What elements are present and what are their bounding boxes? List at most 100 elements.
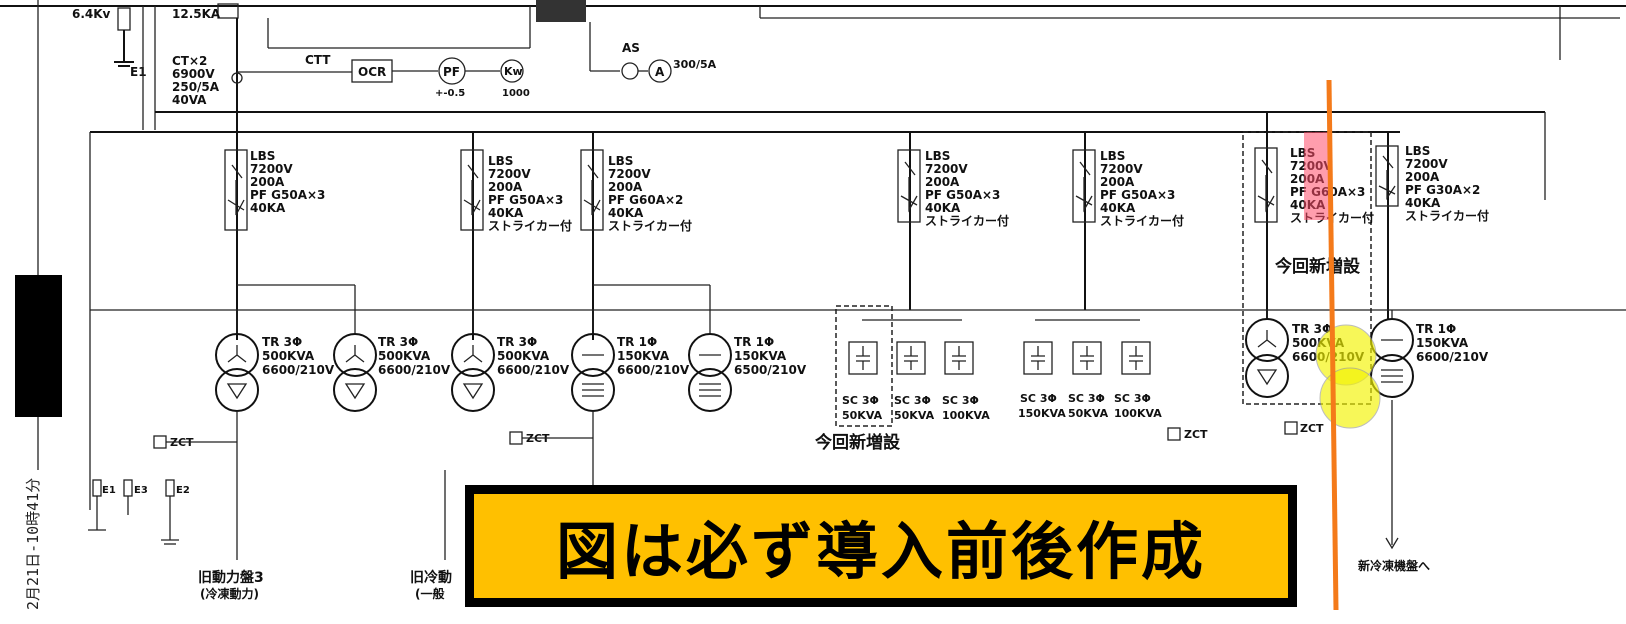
capacitor-6: SC 3Φ 100KVA bbox=[1114, 341, 1162, 420]
svg-text:200A: 200A bbox=[608, 180, 643, 194]
ct-ratio: 250/5A bbox=[172, 80, 220, 94]
svg-text:40KA: 40KA bbox=[488, 206, 524, 220]
svg-text:PF G50A×3: PF G50A×3 bbox=[1100, 188, 1175, 202]
red-highlight bbox=[1304, 132, 1330, 220]
lbs-feeder-7: LBS 7200V 200A PF G30A×2 40KA ストライカー付 bbox=[1375, 132, 1489, 320]
svg-text:150KVA: 150KVA bbox=[617, 349, 670, 363]
svg-text:6600/210V: 6600/210V bbox=[262, 363, 335, 377]
svg-text:SC 3Φ: SC 3Φ bbox=[842, 394, 879, 407]
svg-text:TR 3Φ: TR 3Φ bbox=[1292, 322, 1332, 336]
kw-value: 1000 bbox=[502, 88, 530, 99]
svg-text:6600/210V: 6600/210V bbox=[617, 363, 690, 377]
svg-text:7200V: 7200V bbox=[925, 162, 968, 176]
svg-text:PF G50A×3: PF G50A×3 bbox=[925, 188, 1000, 202]
lbs-feeder-3: LBS 7200V 200A PF G60A×2 40KA ストライカー付 bbox=[580, 132, 692, 340]
svg-text:200A: 200A bbox=[1405, 170, 1440, 184]
ct-symbol bbox=[231, 72, 243, 84]
svg-text:150KVA: 150KVA bbox=[734, 349, 787, 363]
new-install-label-right: 今回新増設 bbox=[1275, 256, 1361, 277]
lbs-feeder-4: LBS 7200V 200A PF G50A×3 40KA ストライカー付 bbox=[897, 132, 1009, 310]
svg-text:LBS: LBS bbox=[250, 149, 275, 163]
svg-text:ストライカー付: ストライカー付 bbox=[1100, 213, 1184, 228]
ammeter bbox=[648, 59, 672, 83]
middle-destination-sublabel: (一般 bbox=[415, 586, 445, 601]
redaction-box bbox=[15, 275, 62, 417]
svg-text:500KVA: 500KVA bbox=[378, 349, 431, 363]
capacitor-1: SC 3Φ 50KVA bbox=[842, 341, 883, 422]
ammeter-ratio: 300/5A bbox=[673, 58, 717, 71]
svg-text:SC 3Φ: SC 3Φ bbox=[942, 394, 979, 407]
svg-text:LBS: LBS bbox=[488, 154, 513, 168]
svg-text:E2: E2 bbox=[176, 485, 190, 496]
svg-text:100KVA: 100KVA bbox=[942, 409, 990, 422]
svg-text:200A: 200A bbox=[925, 175, 960, 189]
svg-text:200A: 200A bbox=[250, 175, 285, 189]
svg-text:50KVA: 50KVA bbox=[894, 409, 935, 422]
middle-destination-label: 旧冷動 bbox=[410, 569, 452, 586]
svg-text:LBS: LBS bbox=[925, 149, 950, 163]
ammeter-label: A bbox=[655, 65, 665, 79]
transformer-5: TR 1Φ 150KVA 6500/210V bbox=[688, 285, 807, 412]
pf-range: +-0.5 bbox=[435, 88, 465, 99]
svg-text:6500/210V: 6500/210V bbox=[734, 363, 807, 377]
svg-text:PF G30A×2: PF G30A×2 bbox=[1405, 183, 1480, 197]
svg-text:SC 3Φ: SC 3Φ bbox=[1114, 392, 1151, 405]
new-install-box-capacitor bbox=[835, 305, 893, 427]
svg-text:ストライカー付: ストライカー付 bbox=[608, 218, 692, 233]
orange-marker-line bbox=[1326, 79, 1339, 611]
svg-text:SC 3Φ: SC 3Φ bbox=[894, 394, 931, 407]
zct-2: ZCT bbox=[509, 431, 593, 445]
svg-text:7200V: 7200V bbox=[608, 167, 651, 181]
timestamp: 2月21日-10時41分 bbox=[24, 477, 42, 610]
new-install-label-capacitor: 今回新増設 bbox=[815, 432, 901, 453]
svg-text:6600/210V: 6600/210V bbox=[378, 363, 451, 377]
svg-text:7200V: 7200V bbox=[1405, 157, 1448, 171]
transformer-7: TR 1Φ 150KVA 6600/210V bbox=[1370, 310, 1489, 398]
svg-text:7200V: 7200V bbox=[250, 162, 293, 176]
meter-block bbox=[536, 0, 586, 22]
svg-text:200A: 200A bbox=[488, 180, 523, 194]
left-destination-sublabel: (冷凍動力) bbox=[200, 586, 259, 601]
zct-1: ZCT bbox=[153, 435, 237, 449]
ct-va: 40VA bbox=[172, 93, 207, 107]
svg-text:150KVA: 150KVA bbox=[1018, 407, 1066, 420]
svg-text:E1: E1 bbox=[102, 485, 116, 496]
zct-3: ZCT bbox=[1167, 427, 1208, 441]
yellow-highlight-lower bbox=[1319, 367, 1381, 429]
transformer-2: TR 3Φ 500KVA 6600/210V bbox=[333, 285, 451, 412]
ocr-label: OCR bbox=[358, 65, 386, 79]
incoming-voltage-label: 6.4Kv bbox=[72, 7, 111, 21]
capacitor-2: SC 3Φ 50KVA bbox=[894, 341, 935, 422]
svg-text:TR 3Φ: TR 3Φ bbox=[378, 335, 418, 349]
svg-text:PF G50A×3: PF G50A×3 bbox=[488, 193, 563, 207]
svg-text:7200V: 7200V bbox=[1100, 162, 1143, 176]
svg-text:100KVA: 100KVA bbox=[1114, 407, 1162, 420]
svg-text:TR 1Φ: TR 1Φ bbox=[734, 335, 774, 349]
svg-text:200A: 200A bbox=[1100, 175, 1135, 189]
ct-voltage: 6900V bbox=[172, 67, 215, 81]
svg-text:150KVA: 150KVA bbox=[1416, 336, 1469, 350]
svg-text:ストライカー付: ストライカー付 bbox=[925, 213, 1009, 228]
earth-terminals: E1 E3 E2 bbox=[88, 479, 190, 545]
as-label: AS bbox=[622, 41, 640, 55]
svg-text:E3: E3 bbox=[134, 485, 148, 496]
capacitor-4: SC 3Φ 150KVA bbox=[1018, 341, 1066, 420]
svg-text:6600/210V: 6600/210V bbox=[1416, 350, 1489, 364]
svg-text:ストライカー付: ストライカー付 bbox=[488, 218, 572, 233]
lbs-feeder-5: LBS 7200V 200A PF G50A×3 40KA ストライカー付 bbox=[1072, 132, 1184, 310]
zct-4: ZCT bbox=[1284, 421, 1324, 435]
capacitor-5: SC 3Φ 50KVA bbox=[1068, 341, 1109, 420]
breaker-symbol bbox=[217, 3, 239, 19]
svg-text:PF G60A×2: PF G60A×2 bbox=[608, 193, 683, 207]
svg-text:7200V: 7200V bbox=[488, 167, 531, 181]
lbs-feeder-1: LBS 7200V 200A PF G50A×3 40KA bbox=[224, 132, 325, 340]
svg-text:TR 3Φ: TR 3Φ bbox=[262, 335, 302, 349]
svg-text:ZCT: ZCT bbox=[1300, 422, 1324, 435]
svg-text:500KVA: 500KVA bbox=[497, 349, 550, 363]
svg-text:LBS: LBS bbox=[608, 154, 633, 168]
banner-callout: 図は必ず導入前後作成 bbox=[465, 485, 1297, 607]
left-destination-label: 旧動力盤3 bbox=[198, 569, 264, 586]
svg-text:PF G50A×3: PF G50A×3 bbox=[250, 188, 325, 202]
svg-text:LBS: LBS bbox=[1100, 149, 1125, 163]
svg-text:TR 3Φ: TR 3Φ bbox=[497, 335, 537, 349]
